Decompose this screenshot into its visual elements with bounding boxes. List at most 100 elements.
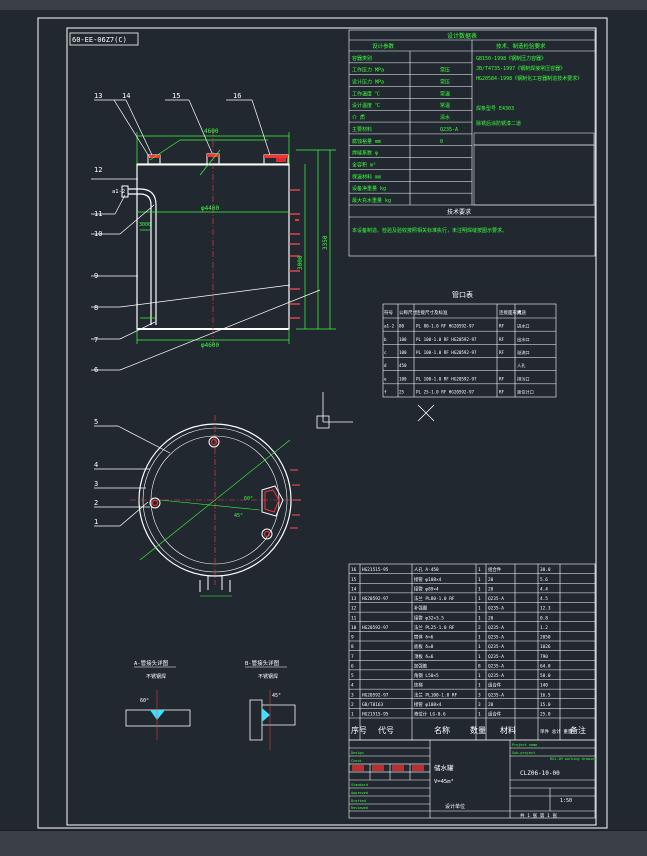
dim-top: 4600 <box>204 128 219 135</box>
svg-text:除锈后涂防锈漆二道: 除锈后涂防锈漆二道 <box>476 120 521 127</box>
bom-cell: Q235-A <box>488 663 504 669</box>
bom-cell: 1 <box>351 712 354 718</box>
bom-cell: 底板 δ=8 <box>414 643 434 650</box>
nozzle-header: 公称尺寸 <box>399 309 417 316</box>
nozzle-cell: b <box>384 337 387 342</box>
label-1: 1 <box>94 518 98 526</box>
bom-cell: 组合件 <box>488 566 502 573</box>
bom-cell: 9 <box>351 635 354 641</box>
angle-45: 45° <box>272 693 281 699</box>
bom-cell: 法兰 PL100-1.0 RF <box>414 691 458 698</box>
bom-cell: Q235-A <box>488 673 504 679</box>
bom-cell: 筒体 δ=6 <box>414 634 434 641</box>
bom-cell: 1 <box>478 577 481 583</box>
svg-text:Reviewed: Reviewed <box>351 806 368 810</box>
design-table-title: 设计数据表 <box>447 32 477 40</box>
bom-cell: 10 <box>351 625 357 631</box>
design-param-value: Q235-A <box>440 127 458 133</box>
bom-cell: 法兰 PL25-1.0 RF <box>414 624 455 631</box>
nozzle-cell: RF <box>499 324 505 329</box>
design-param-label: 焊缝系数 φ <box>352 150 378 157</box>
svg-text:Design: Design <box>351 751 364 755</box>
bom-cell: 15.0 <box>540 702 551 708</box>
bom-cell: 1 <box>478 586 481 592</box>
bom-cell: 3 <box>478 692 481 698</box>
nozzle-cell: 25 <box>399 390 405 395</box>
nozzle-table-title: 管口表 <box>452 290 473 299</box>
label-2: 2 <box>94 499 98 507</box>
outer-frame <box>37 17 608 829</box>
bom-cell: 3 <box>351 692 354 698</box>
bom-header-cell: 单件 总计 重量 <box>540 728 573 735</box>
nozzle-cell: 排污口 <box>517 375 530 382</box>
detail-a-note: 不锈钢焊 <box>146 673 166 680</box>
design-param-value: 常温 <box>440 90 450 97</box>
svg-text:RX1.2M working drawing: RX1.2M working drawing <box>550 757 596 761</box>
bom-cell: 8 <box>351 644 354 650</box>
bom-cell: 加强筋 <box>414 662 428 669</box>
label-4: 4 <box>94 461 98 469</box>
bom-cell: 16.5 <box>540 692 551 698</box>
bom-cell: 25.0 <box>540 712 551 718</box>
bom-cell: Q235-A <box>488 596 504 602</box>
svg-text:Sub-project: Sub-project <box>512 751 535 755</box>
nozzle-cell: RF <box>499 350 505 355</box>
dim-bottom: φ4600 <box>201 342 219 349</box>
svg-text:GB150-1998《钢制压力容器》: GB150-1998《钢制压力容器》 <box>476 55 546 62</box>
design-param-label: 工作温度 ℃ <box>352 90 380 97</box>
detail-a-title: A-管接头详图 <box>134 659 169 667</box>
elevation-view: 4600 φ4400 φ4600 3350 3000 3000 <box>91 99 336 371</box>
nozzle-header: 连接尺寸及标准 <box>416 309 448 316</box>
bom-cell: 5 <box>351 673 354 679</box>
nozzle-cell: 450 <box>399 363 407 368</box>
bom-cell: 4 <box>351 683 354 689</box>
tech-req-title: 技术要求 <box>447 208 471 216</box>
bom-cell: 1 <box>478 635 481 641</box>
nozzle-cell: RF <box>499 376 505 381</box>
nozzle-cell: 100 <box>399 376 407 381</box>
dim-right2: 3000 <box>297 255 304 270</box>
detail-b-title: B-管接头详图 <box>245 659 280 667</box>
bom-header-cell: 序号 <box>351 725 367 735</box>
drawing-no: CLZ06-10-00 <box>520 770 560 777</box>
title-block <box>348 739 596 819</box>
bom-cell: 顶板 δ=6 <box>414 653 434 660</box>
svg-text:Approved: Approved <box>351 791 368 795</box>
nozzle-header: 符号 <box>384 309 393 316</box>
nozzle-cell: PL 25-1.0 RF HG20592-97 <box>416 390 474 395</box>
ucs-icon <box>316 392 435 429</box>
bom-cell: 7 <box>351 654 354 660</box>
nozzle-cell: 100 <box>399 350 407 355</box>
bom-header: 序号代号名称数量材料单件 总计 重量备注 <box>351 725 586 735</box>
design-param-value: 清水 <box>440 114 450 121</box>
bom-cell: 1.2 <box>540 625 548 631</box>
bom-cell: 1 <box>478 606 481 612</box>
bom-cell: Q235-A <box>488 606 504 612</box>
nozzle-cell: 液位计口 <box>517 389 534 396</box>
bom-cell: 12 <box>351 606 357 612</box>
cad-drawing-canvas[interactable] <box>0 10 647 830</box>
nozzle-cell: 出水口 <box>517 336 530 343</box>
bom-cell: 2 <box>351 702 354 708</box>
bom-cell: 1 <box>478 683 481 689</box>
dim-right: 3350 <box>322 235 329 250</box>
bom-cell: HG20592-97 <box>362 596 389 602</box>
dim-inner: φ4400 <box>201 205 219 212</box>
label-9: 9 <box>94 272 98 280</box>
bom-header-cell: 备注 <box>570 725 586 735</box>
bom-cell: 1 <box>478 596 481 602</box>
bom-cell: 790 <box>540 654 548 660</box>
label-5: 5 <box>94 418 98 426</box>
bom-header-cell: 材料 <box>500 725 516 735</box>
bom-cell: 4.5 <box>540 596 548 602</box>
design-param-label: 设计压力 MPa <box>352 79 384 86</box>
bom-cell: 38.0 <box>540 567 551 573</box>
nozzle-cell: PL 80-1.0 RF HG20592-97 <box>416 324 474 329</box>
bom-cell: 1 <box>478 644 481 650</box>
nozzle-cell: d <box>384 363 387 368</box>
label-12: 12 <box>94 166 102 174</box>
svg-text:JB/T4735-1997《钢制焊接常压容器》: JB/T4735-1997《钢制焊接常压容器》 <box>476 65 565 72</box>
bom-cell: HG21515-95 <box>362 712 389 718</box>
